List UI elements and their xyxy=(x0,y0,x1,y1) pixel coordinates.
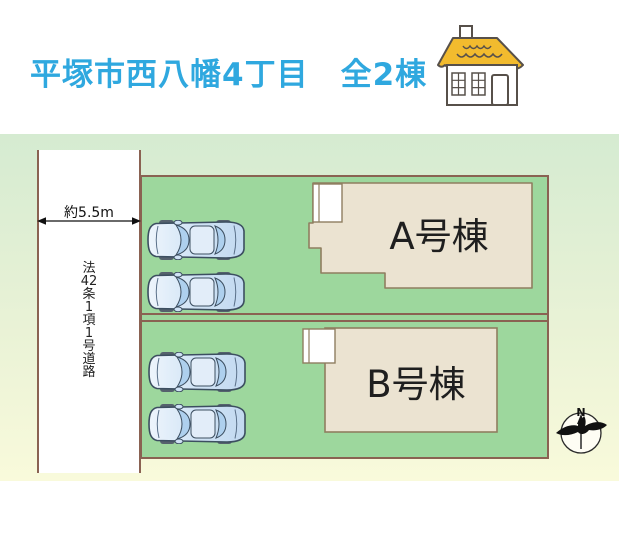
road-width-label: 約5.5m xyxy=(64,205,114,221)
road-name-char: 法 xyxy=(82,261,96,276)
page-title: 平塚市西八幡4丁目 全2棟 xyxy=(30,57,428,93)
road-name-char: 条 xyxy=(82,287,96,302)
road-name-char: 号 xyxy=(82,339,96,354)
road-name-char: 道 xyxy=(82,352,96,367)
road-name-char: 路 xyxy=(82,365,96,380)
building-b-footprint xyxy=(324,327,498,433)
building-b xyxy=(302,327,498,433)
road-name-char: 1 xyxy=(84,300,94,315)
building-a-porch xyxy=(312,183,343,223)
building-a-footprint xyxy=(308,182,533,289)
compass-bird-needle xyxy=(556,416,607,436)
compass-north-label: N xyxy=(576,406,585,419)
road-name-char: 42 xyxy=(80,274,98,289)
building-b-porch xyxy=(302,328,336,364)
plot-boundary-line xyxy=(140,313,549,315)
building-a xyxy=(308,182,533,289)
building-a-label: A号棟 xyxy=(389,215,489,258)
car-top-view-icon xyxy=(148,352,246,392)
double-arrow-icon xyxy=(37,217,141,225)
road-name-label: 法 42 条 1 項 1 号 道 路 xyxy=(37,262,141,379)
road-name-char: 項 xyxy=(82,313,96,328)
road-name-char: 1 xyxy=(84,326,94,341)
compass-north-icon: N xyxy=(556,406,607,454)
car-top-view-icon xyxy=(148,404,246,444)
car-top-view-icon xyxy=(147,220,245,260)
car-top-view-icon xyxy=(147,272,245,312)
building-b-label: B号棟 xyxy=(366,363,466,406)
road xyxy=(37,150,141,473)
house-icon xyxy=(437,25,524,106)
plot-boundary-line xyxy=(140,320,549,322)
